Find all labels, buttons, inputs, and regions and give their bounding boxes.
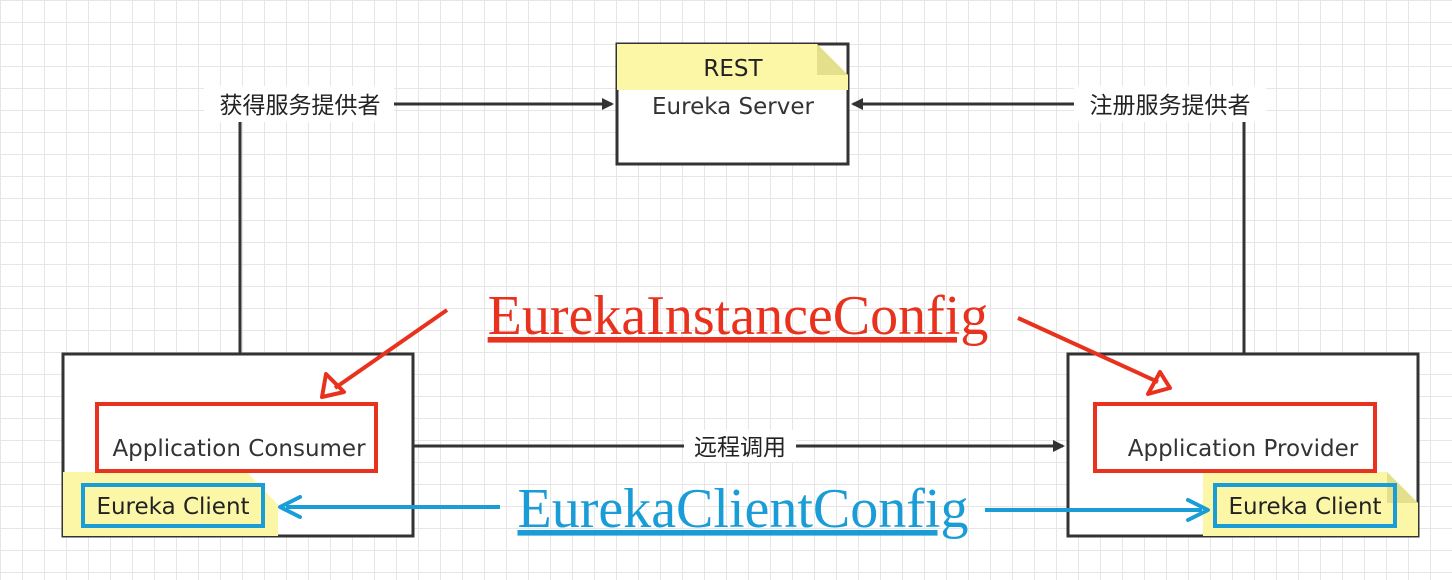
consumer-label: Application Consumer xyxy=(112,436,366,462)
instance-config-arrow-right xyxy=(1017,316,1159,384)
client-config-arrowhead-left xyxy=(278,495,302,519)
edge-remote-call-label: 远程调用 xyxy=(694,435,786,461)
consumer-note xyxy=(63,472,278,536)
rest-note-body xyxy=(617,44,848,90)
provider-client-highlight xyxy=(1213,483,1397,528)
provider-instance-highlight xyxy=(1093,402,1377,473)
provider-client-label: Eureka Client xyxy=(1228,494,1381,520)
edge-get-providers[interactable]: 获得服务提供者 xyxy=(204,86,614,354)
eureka-server-label: Eureka Server xyxy=(652,94,814,120)
provider-label: Application Provider xyxy=(1128,436,1359,462)
edge-register-provider-label: 注册服务提供者 xyxy=(1090,93,1251,119)
consumer-client-highlight xyxy=(81,483,265,528)
client-config-label: EurekaClientConfig xyxy=(517,478,968,540)
rest-note-label: REST xyxy=(703,56,763,82)
client-config-arrowhead-right xyxy=(1186,498,1210,522)
edge-remote-call-label-bg xyxy=(684,430,796,462)
rest-note: REST xyxy=(617,44,848,90)
edge-register-provider-label-bg xyxy=(1074,86,1266,122)
edge-get-providers-label: 获得服务提供者 xyxy=(220,93,381,119)
edge-get-providers-label-bg xyxy=(204,86,394,122)
instance-config-arrowhead-left xyxy=(320,372,346,399)
consumer-client-label: Eureka Client xyxy=(96,494,249,520)
consumer-note-body xyxy=(63,472,278,536)
consumer-instance-highlight xyxy=(95,402,378,473)
client-config-annotation: EurekaClientConfig xyxy=(278,478,1210,540)
instance-config-annotation: EurekaInstanceConfig xyxy=(320,285,1172,399)
eureka-server-node[interactable]: REST Eureka Server xyxy=(615,42,850,166)
instance-config-arrow-left xyxy=(333,308,449,390)
provider-note-body xyxy=(1203,472,1418,536)
instance-config-label: EurekaInstanceConfig xyxy=(488,285,989,347)
provider-node[interactable]: Application Provider Eureka Client xyxy=(1066,352,1420,538)
rest-note-fold xyxy=(817,44,848,75)
edge-register-provider[interactable]: 注册服务提供者 xyxy=(851,86,1266,354)
edge-remote-call[interactable]: 远程调用 xyxy=(413,430,1065,462)
instance-config-arrowhead-right xyxy=(1146,370,1172,396)
